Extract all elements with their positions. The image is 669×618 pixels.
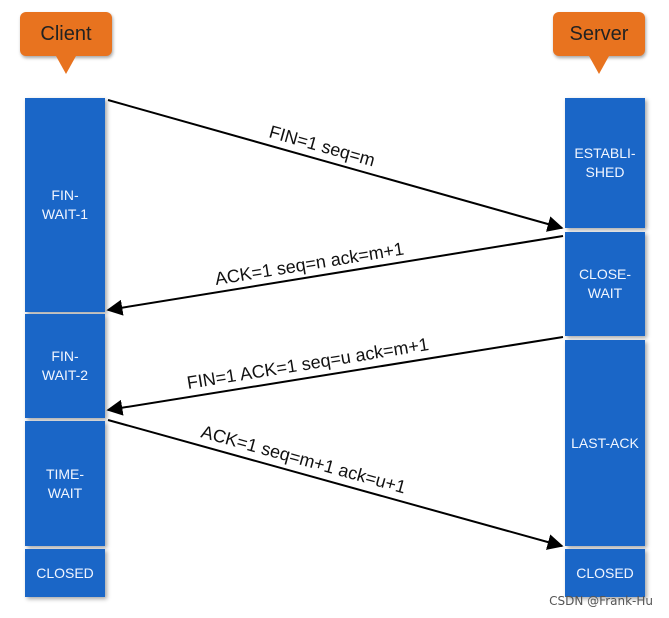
client-state-fin-wait-1: FIN- WAIT-1: [25, 98, 105, 312]
ack-arrow: [106, 235, 564, 316]
final-ack-arrow: [107, 419, 564, 550]
final-ack-message-label: ACK=1 seq=m+1 ack=u+1: [199, 422, 408, 498]
fin-ack-arrow: [106, 336, 564, 416]
server-state-closed: CLOSED: [565, 549, 645, 597]
server-label: Server: [553, 12, 645, 74]
watermark: CSDN @Frank-Hu: [549, 594, 653, 608]
server-state-last-ack: LAST-ACK: [565, 340, 645, 546]
fin-arrow: [107, 99, 564, 232]
server-state-close-wait: CLOSE- WAIT: [565, 232, 645, 336]
client-label: Client: [20, 12, 112, 74]
server-state-established: ESTABLI- SHED: [565, 98, 645, 228]
ack-message-label: ACK=1 seq=n ack=m+1: [213, 239, 405, 289]
client-state-time-wait: TIME- WAIT: [25, 421, 105, 546]
client-state-fin-wait-2: FIN- WAIT-2: [25, 314, 105, 418]
fin-message-label: FIN=1 seq=m: [267, 122, 377, 171]
client-state-closed: CLOSED: [25, 549, 105, 597]
